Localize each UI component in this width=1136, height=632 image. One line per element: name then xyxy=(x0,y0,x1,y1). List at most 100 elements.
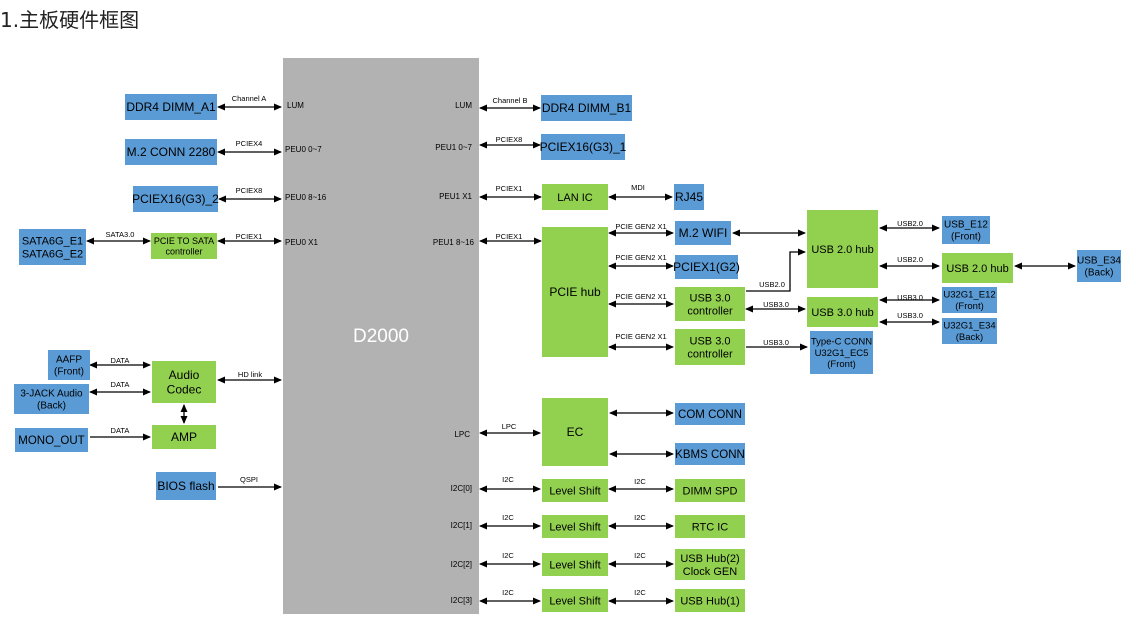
sata-label: SATA6G_E2 xyxy=(22,248,83,260)
com-conn-label: COM CONN xyxy=(678,409,742,421)
usb-e34-label: (Back) xyxy=(1085,268,1114,279)
ec-label: EC xyxy=(567,425,584,439)
link-label-qspi: QSPI xyxy=(240,475,258,484)
port-peu0-x1: PEU0 X1 xyxy=(285,238,318,247)
ddr4-a1-label: DDR4 DIMM_A1 xyxy=(126,100,216,114)
link-label-usb30-ctrl-hub: USB3.0 xyxy=(763,300,789,309)
port-i2c2: I2C[2] xyxy=(451,560,472,569)
pciex16-2-block xyxy=(133,186,218,212)
link-label-pciex8-slot2: PCIEX8 xyxy=(236,186,263,195)
link-label-mdi: MDI xyxy=(631,183,645,192)
usb-e34-block xyxy=(1077,250,1121,282)
sata-block xyxy=(19,229,86,265)
link-label-usb20-ctrl-hub: USB2.0 xyxy=(759,280,785,289)
lan-ic-label: LAN IC xyxy=(557,192,593,204)
audio-codec-label: Audio xyxy=(169,368,200,382)
bios-flash-label: BIOS flash xyxy=(157,479,214,493)
port-i2c1: I2C[1] xyxy=(451,521,472,530)
level-shift-i2c3-label: Level Shift xyxy=(549,595,600,607)
level-shift-i2c2-label: Level Shift xyxy=(549,559,600,571)
link-label-i2c1-rtc: I2C xyxy=(634,513,646,522)
ddr4-b1-block xyxy=(541,95,632,121)
usb-e12-label: (Front) xyxy=(951,232,981,243)
rj45-label: RJ45 xyxy=(675,190,703,204)
link-label-usb30-e34: USB3.0 xyxy=(897,311,923,320)
pcie-to-sata-block xyxy=(151,233,217,259)
jack3-label: (Back) xyxy=(37,401,66,412)
port-lum-left: LUM xyxy=(287,101,304,110)
link-label-data-3jack: DATA xyxy=(111,380,130,389)
u32g1-e34-label: U32G1_E34 xyxy=(943,321,995,332)
kbms-conn-block xyxy=(675,443,745,465)
port-i2c0: I2C[0] xyxy=(451,484,472,493)
pcie-to-sata-label: controller xyxy=(165,247,202,257)
d2000-label: D2000 xyxy=(353,326,409,347)
usb30-ctrl-2-block xyxy=(675,329,745,365)
usb30-ctrl-1-label: controller xyxy=(687,305,733,317)
link-label-channel-b: Channel B xyxy=(492,96,527,105)
link-label-data-mono: DATA xyxy=(111,426,130,435)
link-label-i2c0-dimm: I2C xyxy=(634,477,646,486)
bios-flash-block xyxy=(156,472,216,500)
usb-hub1-label: USB Hub(1) xyxy=(680,595,739,607)
usb-e12-block xyxy=(942,216,990,244)
usb-hub2-clk-label: Clock GEN xyxy=(683,566,737,578)
pcie-hub-block xyxy=(542,227,608,357)
link-label-hd-link: HD link xyxy=(238,370,262,379)
kbms-conn-label: KBMS CONN xyxy=(675,449,745,461)
link-label-pcie-x1g2: PCIE GEN2 X1 xyxy=(615,253,666,262)
port-i2c3: I2C[3] xyxy=(451,596,472,605)
link-label-usb30-typec: USB3.0 xyxy=(763,338,789,347)
dimm-spd-label: DIMM SPD xyxy=(683,485,738,497)
level-shift-i2c2-block xyxy=(542,553,608,576)
amp-block xyxy=(152,425,216,449)
u32g1-e34-label: (Back) xyxy=(956,332,983,343)
ec-block xyxy=(542,398,608,466)
link-label-i2c1-ls: I2C xyxy=(502,513,514,522)
usb30-ctrl-2-label: USB 3.0 xyxy=(690,335,731,347)
rtc-ic-block xyxy=(675,515,745,538)
aafp-label: AAFP xyxy=(56,355,82,366)
pciex16-1-block xyxy=(541,134,625,160)
usb30-hub-label: USB 3.0 hub xyxy=(811,307,873,319)
pciex16-2-label: PCIEX16(G3)_2 xyxy=(132,192,219,206)
usb30-ctrl-2-label: controller xyxy=(687,348,733,360)
usb30-ctrl-1-label: USB 3.0 xyxy=(690,292,731,304)
link-label-data-aafp: DATA xyxy=(111,356,130,365)
page-title: 1.主板硬件框图 xyxy=(0,8,140,32)
link-label-usb30-e12: USB3.0 xyxy=(897,293,923,302)
level-shift-i2c1-block xyxy=(542,515,608,538)
link-label-sata30: SATA3.0 xyxy=(106,230,135,239)
port-lpc: LPC xyxy=(454,430,470,439)
port-peu1-0-7: PEU1 0~7 xyxy=(435,143,472,152)
m2-wifi-block xyxy=(675,221,731,245)
usb-e12-label: USB_E12 xyxy=(944,220,988,231)
link-label-i2c3-hub1: I2C xyxy=(634,588,646,597)
link-usb20-ctrl-hub xyxy=(746,248,806,292)
usb30-hub-block xyxy=(807,297,878,327)
audio-codec-block xyxy=(152,361,216,403)
pciex16-1-label: PCIEX16(G3)_1 xyxy=(540,140,627,154)
link-label-pcie-usb3-2: PCIE GEN2 X1 xyxy=(615,332,666,341)
level-shift-i2c0-label: Level Shift xyxy=(549,485,600,497)
link-label-i2c3-ls: I2C xyxy=(502,588,514,597)
link-label-usb20-hub2: USB2.0 xyxy=(897,255,923,264)
link-label-i2c2-ls: I2C xyxy=(502,551,514,560)
port-peu0-0-7: PEU0 0~7 xyxy=(285,145,322,154)
level-shift-i2c3-block xyxy=(542,589,608,612)
level-shift-i2c0-block xyxy=(542,479,608,502)
com-conn-block xyxy=(675,403,745,425)
link-label-i2c2-hub2: I2C xyxy=(634,551,646,560)
port-peu1-x1: PEU1 X1 xyxy=(439,192,472,201)
usb30-ctrl-1-block xyxy=(675,287,745,321)
usb-e34-label: USB_E34 xyxy=(1077,256,1121,267)
aafp-block xyxy=(48,350,90,380)
link-label-i2c0-ls: I2C xyxy=(502,475,514,484)
amp-label: AMP xyxy=(171,430,197,444)
pciex1-g2-block xyxy=(675,255,738,279)
pciex1-g2-label: PCIEX1(G2) xyxy=(673,260,740,274)
port-lum-right: LUM xyxy=(455,101,472,110)
usb-hub2-clk-block xyxy=(675,549,745,580)
usb20-hub-2-block xyxy=(942,253,1013,283)
